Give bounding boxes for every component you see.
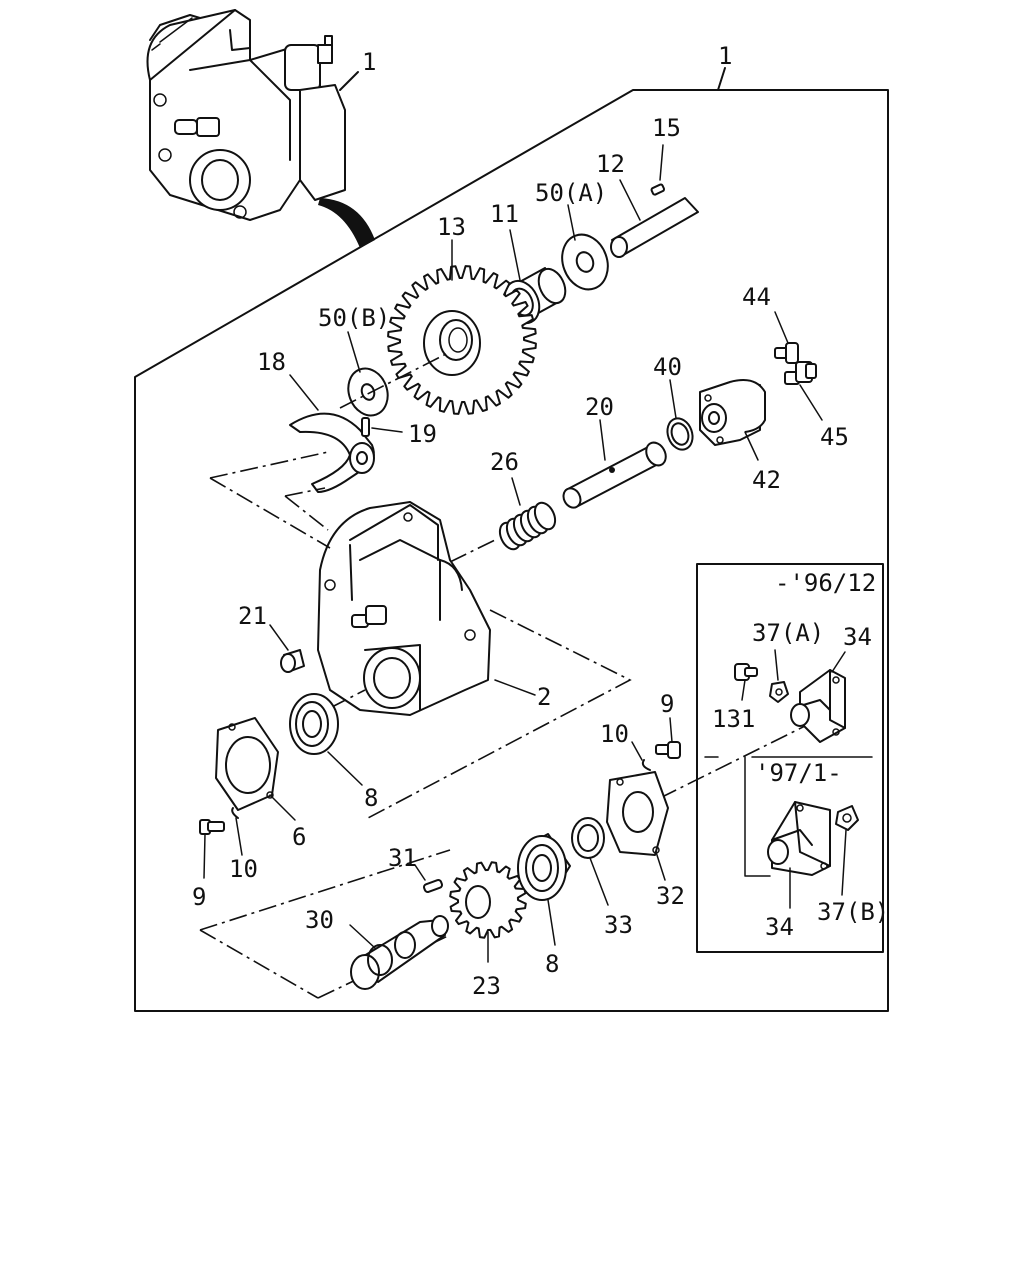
label-34-early: 34 — [843, 623, 872, 651]
label-assembly-1: 1 — [362, 48, 376, 76]
label-8-upper: 8 — [364, 784, 378, 812]
label-23: 23 — [472, 972, 501, 1000]
assembly-frame — [134, 89, 889, 1012]
label-31: 31 — [388, 844, 417, 872]
explode-arrow — [318, 198, 375, 248]
part-31-key — [423, 879, 443, 893]
assembly-thumbnail — [146, 9, 346, 221]
part-13-gear — [387, 265, 537, 415]
label-37a: 37(A) — [752, 619, 824, 647]
label-8-lower: 8 — [545, 950, 559, 978]
label-50a: 50(A) — [535, 179, 607, 207]
inset-date-early: -'96/12 — [775, 569, 876, 597]
part-6-gasket — [215, 717, 279, 811]
label-37b: 37(B) — [817, 898, 889, 926]
label-26: 26 — [490, 448, 519, 476]
part-9-bolt-right — [655, 741, 681, 759]
label-9-right: 9 — [660, 690, 674, 718]
variant-inset-box — [696, 563, 884, 953]
label-12: 12 — [596, 150, 625, 178]
label-10-left: 10 — [229, 855, 258, 883]
label-13: 13 — [437, 213, 466, 241]
part-42-cylinder-housing — [699, 379, 766, 446]
part-50b-washer — [347, 367, 389, 417]
label-11: 11 — [490, 200, 519, 228]
part-44-bolt — [774, 342, 799, 364]
part-34-cylinder-late — [767, 801, 831, 876]
label-18: 18 — [257, 348, 286, 376]
label-6: 6 — [292, 823, 306, 851]
label-10-right: 10 — [600, 720, 629, 748]
part-18-shift-fork — [289, 412, 375, 493]
part-34-cylinder-early — [790, 669, 846, 743]
label-main-assembly-1: 1 — [718, 42, 732, 70]
label-2: 2 — [537, 683, 551, 711]
part-40-o-ring — [666, 417, 694, 451]
part-10-lock-washer-left — [231, 807, 239, 819]
label-20: 20 — [585, 393, 614, 421]
part-131-bolt — [734, 663, 758, 681]
label-19: 19 — [408, 420, 437, 448]
part-8-ball-bearing-upper — [289, 693, 339, 755]
label-40: 40 — [653, 353, 682, 381]
part-45-switch — [784, 361, 817, 385]
part-10-lock-washer-right — [641, 759, 651, 771]
part-37b-flange-nut — [835, 805, 859, 831]
label-50b: 50(B) — [318, 304, 390, 332]
label-33: 33 — [604, 911, 633, 939]
part-9-bolt-left — [199, 819, 225, 835]
part-19-pin — [361, 417, 370, 437]
label-32: 32 — [656, 882, 685, 910]
label-131: 131 — [712, 705, 755, 733]
part-8-ball-bearing-lower — [517, 833, 571, 901]
part-23-gear — [449, 861, 527, 939]
label-45: 45 — [820, 423, 849, 451]
part-30-output-shaft — [350, 915, 449, 990]
part-32-cover-plate — [606, 771, 669, 856]
label-44: 44 — [742, 283, 771, 311]
label-21: 21 — [238, 602, 267, 630]
label-9-left: 9 — [192, 883, 206, 911]
inset-date-late: '97/1- — [755, 759, 842, 787]
part-21-bushing — [280, 649, 305, 673]
part-20-shift-rod — [562, 441, 667, 509]
part-2-transfer-case — [317, 501, 491, 716]
label-30: 30 — [305, 906, 334, 934]
part-15-pin — [650, 183, 666, 196]
part-33-oil-seal — [571, 817, 605, 859]
part-26-spring — [498, 501, 557, 551]
part-50a-washer — [561, 233, 609, 291]
part-12-shaft — [610, 197, 699, 258]
label-34-late: 34 — [765, 913, 794, 941]
label-42: 42 — [752, 466, 781, 494]
part-37a-nut — [769, 681, 789, 703]
label-15: 15 — [652, 114, 681, 142]
